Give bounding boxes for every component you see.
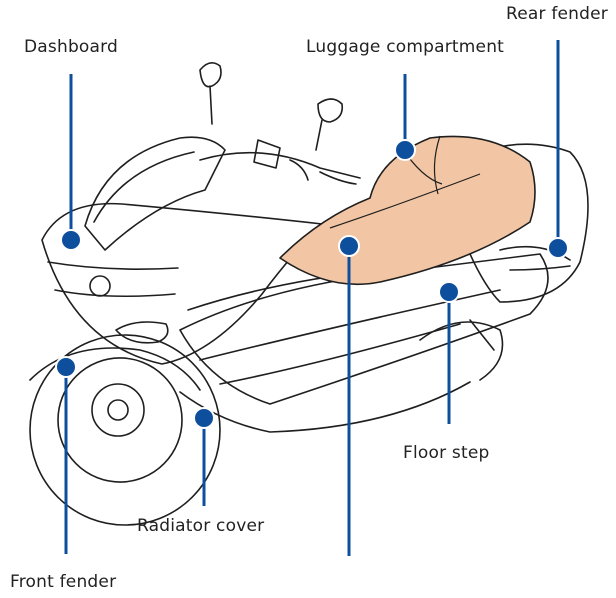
scooter-outline (29, 62, 589, 526)
marker-dot-front-fender (55, 356, 77, 378)
marker-dot-rear-fender (547, 237, 569, 259)
label-rear-fender: Rear fender (506, 4, 608, 24)
marker-dot-floor-step (438, 281, 460, 303)
marker-dot-dashboard (60, 229, 82, 251)
label-radiator-cover: Radiator cover (137, 516, 265, 536)
marker-dot-seat (338, 235, 360, 257)
label-front-fender: Front fender (10, 572, 117, 592)
marker-dot-luggage (394, 139, 416, 161)
label-dashboard: Dashboard (24, 37, 119, 57)
marker-dot-radiator-cover (193, 407, 215, 429)
label-floor-step: Floor step (403, 443, 490, 463)
label-luggage-compartment: Luggage compartment (306, 37, 505, 57)
